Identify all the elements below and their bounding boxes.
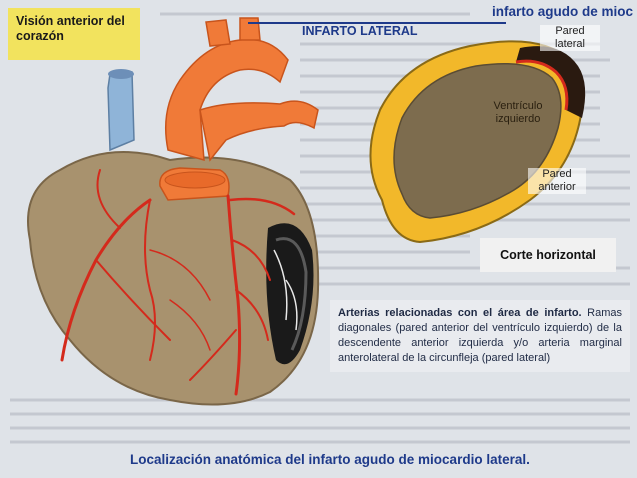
label-left-ventricle: Ventrículo izquierdo [478,100,558,126]
figure-caption: Localización anatómica del infarto agudo… [130,452,530,467]
info-bold: Arterias relacionadas con el área de inf… [338,307,582,319]
vena-cava [108,70,134,150]
header-right-text: infarto agudo de mioc [492,4,633,19]
vena-cava-opening [108,69,134,79]
cross-section-diagram [370,41,585,242]
aortic-arch [166,39,288,160]
info-box: Arterias relacionadas con el área de inf… [330,300,630,372]
label-lateral-wall: Pared lateral [540,25,600,51]
section-heading: INFARTO LATERAL [302,24,418,38]
pulmonary-artery [200,101,318,160]
label-anterior-wall: Pared anterior [528,168,586,194]
cross-section-caption: Corte horizontal [480,238,616,272]
aortic-branch-1 [206,20,230,46]
figure-title: Visión anterior del corazón [8,8,140,60]
